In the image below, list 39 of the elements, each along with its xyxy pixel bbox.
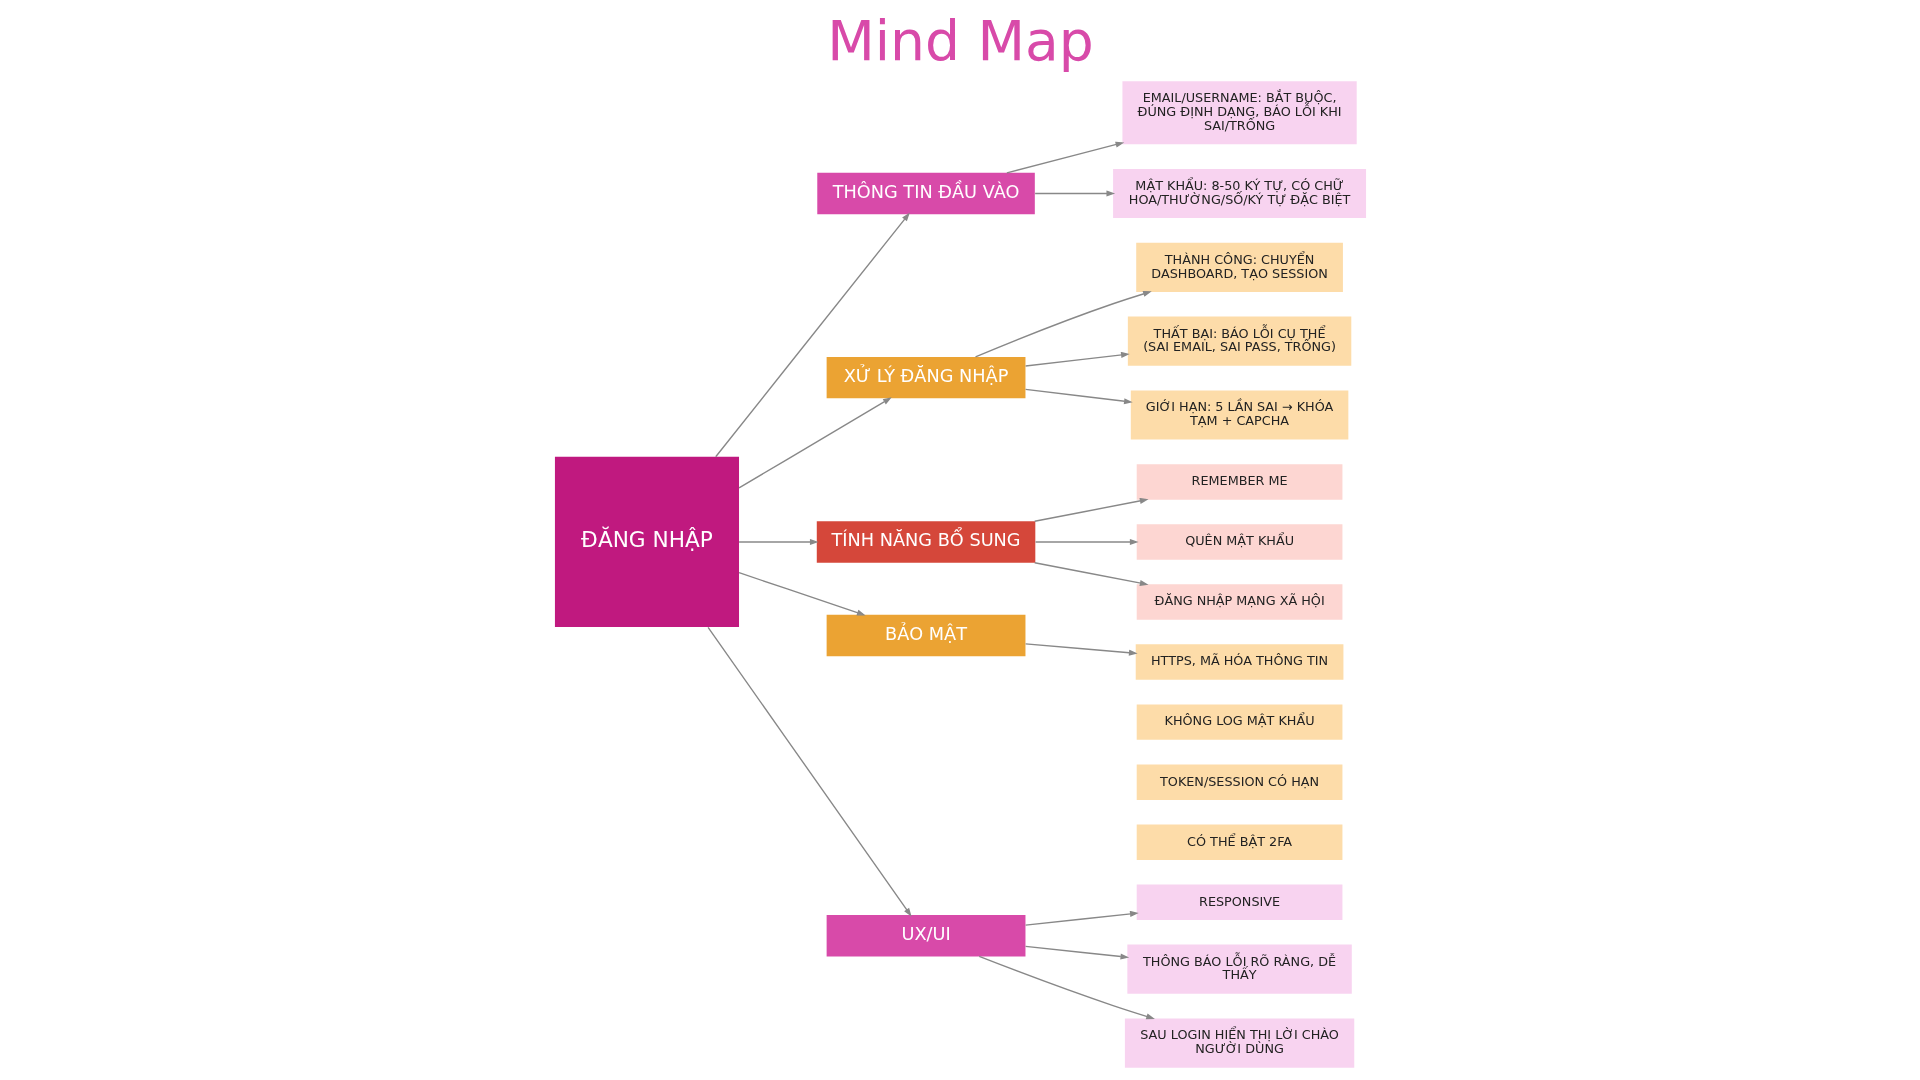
node-box: BẢO MẬT [826,614,1025,657]
node-box: HTTPS, MÃ HÓA THÔNG TIN [1135,644,1343,680]
arrow [1033,562,1149,586]
node-box: ĐĂNG NHẬP MẠNG XÃ HỘI [1136,584,1342,620]
node-box: RESPONSIVE [1136,884,1342,920]
node-box: KHÔNG LOG MẬT KHẨU [1136,704,1342,740]
node-box: THÀNH CÔNG: CHUYỂN DASHBOARD, TẠO SESSION [1135,242,1343,292]
arrow [737,572,866,616]
node-box: THÔNG TIN ĐẦU VÀO [816,172,1035,215]
arrow [1024,945,1129,960]
arrow [714,212,910,458]
arrow [1024,388,1133,405]
arrow [978,955,1155,1020]
arrow [1024,643,1138,656]
arrow [737,538,819,545]
node-box: CÓ THỂ BẬT 2FA [1136,824,1342,860]
node-box: TÍNH NĂNG BỔ SUNG [816,521,1035,563]
node-box: REMEMBER ME [1136,464,1342,500]
arrow [974,290,1152,358]
arrow [1024,351,1130,367]
node-box: UX/UI [826,915,1025,957]
node-box: THÔNG BÁO LỖI RÕ RÀNG, DỄ THẤY [1126,944,1352,994]
node-box: SAU LOGIN HIỂN THỊ LỜI CHÀO NGƯỜI DÙNG [1124,1018,1354,1068]
node-box: THẤT BẠI: BÁO LỖI CỤ THỂ (SAI EMAIL, SAI PASS, TRỐNG) [1127,316,1351,366]
arrow [1024,910,1139,926]
arrow [1033,190,1115,197]
arrow [1033,497,1149,522]
node-box: ĐĂNG NHẬP [554,456,739,628]
node-box: EMAIL/USERNAME: BẮT BUỘC, ĐÚNG ĐỊNH DẠNG, BÁO LỖI KHI SAI/TRỐNG [1121,81,1357,145]
node-box: XỬ LÝ ĐĂNG NHẬP [826,356,1025,399]
node-box: TOKEN/SESSION CÓ HẠN [1136,764,1342,800]
node-box: MẬT KHẨU: 8-50 KÝ TỰ, CÓ CHỮ HOA/THƯỜNG/SỐ/KÝ TỰ ĐẶC BIỆT [1112,168,1366,219]
node-box: GIỚI HẠN: 5 LẦN SAI → KHÓA TẠM + CAPCHA [1130,390,1348,440]
arrow [1005,141,1124,174]
diagram-title: Mind Map [826,9,1094,74]
node-box: QUÊN MẬT KHẨU [1136,524,1342,560]
arrow [737,397,892,489]
arrow [706,626,912,917]
arrow [1034,538,1139,545]
